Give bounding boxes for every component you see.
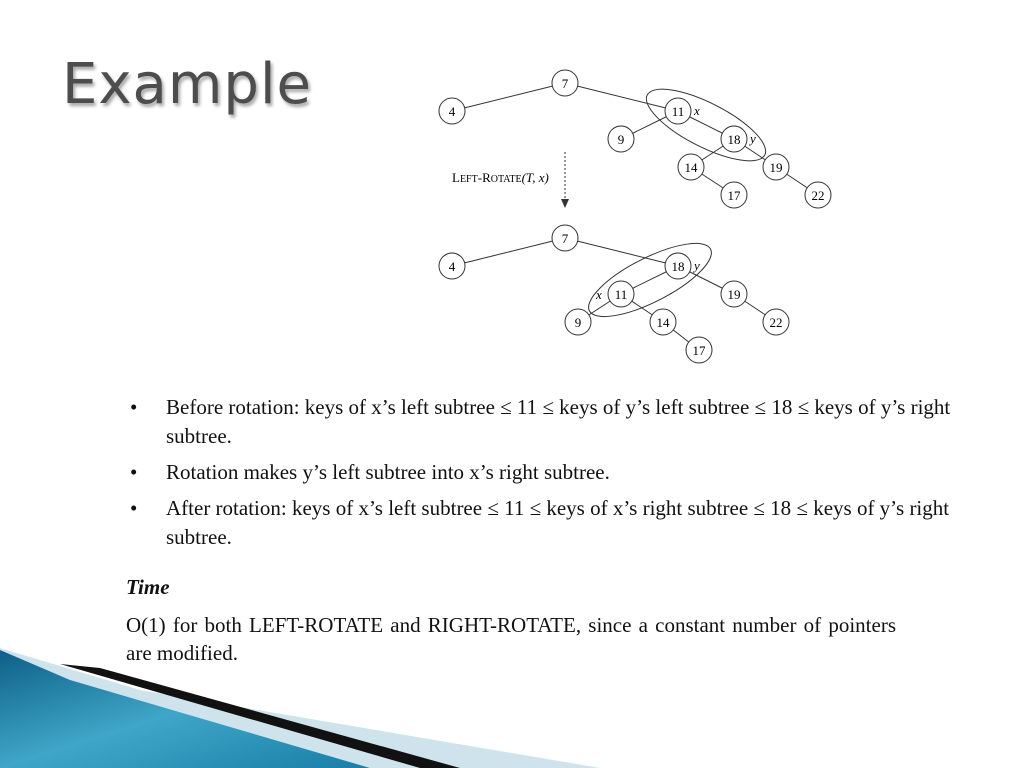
label-x: x [693, 103, 700, 118]
tree-node: 22 [762, 308, 790, 336]
bullet-icon: • [130, 395, 138, 419]
edge [564, 82, 679, 112]
after-tree-nodes: 7 4 18 11 19 9 14 22 17 x y [438, 224, 790, 364]
rotation-arrow [561, 152, 569, 208]
bullet-list: • Before rotation: keys of x’s left subtr… [130, 393, 960, 559]
svg-text:9: 9 [575, 315, 582, 330]
tree-node: 11 [607, 280, 635, 308]
tree-node: 17 [720, 181, 748, 209]
bullet-icon: • [130, 460, 138, 484]
svg-text:7: 7 [562, 76, 569, 91]
tree-node: 7 [551, 69, 579, 97]
tree-node: 18 [664, 252, 692, 280]
tree-node: 11 [664, 97, 692, 125]
rotation-ellipse [645, 88, 767, 162]
svg-text:22: 22 [812, 188, 825, 203]
tree-node: 18 [720, 125, 748, 153]
tree-node: 4 [438, 252, 466, 280]
svg-text:14: 14 [657, 315, 671, 330]
edge [451, 82, 566, 112]
bullet-text: Before rotation: keys of x’s left subtre… [166, 395, 951, 448]
label-y: y [692, 258, 700, 273]
list-item: • Before rotation: keys of x’s left subtr… [130, 393, 960, 451]
bullet-text: After rotation: keys of x’s left subtree… [166, 496, 950, 549]
tree-node: 19 [762, 153, 790, 181]
svg-text:19: 19 [770, 160, 783, 175]
svg-text:18: 18 [728, 132, 741, 147]
svg-text:11: 11 [672, 104, 685, 119]
bullet-text: Rotation makes y’s left subtree into x’s… [166, 460, 610, 484]
svg-text:14: 14 [685, 160, 699, 175]
svg-text:4: 4 [449, 259, 456, 274]
svg-text:7: 7 [562, 231, 569, 246]
tree-node: 7 [551, 224, 579, 252]
tree-node: 9 [607, 125, 635, 153]
label-x: x [595, 287, 602, 302]
list-item: • Rotation makes y’s left subtree into x’… [130, 458, 960, 487]
svg-text:4: 4 [449, 104, 456, 119]
tree-node: 9 [564, 308, 592, 336]
tree-node: 4 [438, 97, 466, 125]
svg-text:17: 17 [728, 188, 742, 203]
rotation-caption: LEFT-ROTATE(T, x) [452, 170, 549, 185]
rotation-diagram: 7 4 11 9 18 14 19 17 22 x y LEFT-ROTATE(… [438, 69, 832, 364]
slide-title: Example [62, 52, 312, 117]
before-tree-nodes: 7 4 11 9 18 14 19 17 22 x y [438, 69, 832, 209]
ribbon-dark [60, 664, 460, 768]
edge [564, 237, 679, 267]
label-y: y [748, 131, 756, 146]
tree-node: 14 [649, 308, 677, 336]
tree-node: 14 [677, 153, 705, 181]
svg-text:19: 19 [728, 287, 741, 302]
time-heading: Time [126, 575, 170, 599]
edge [451, 237, 566, 267]
tree-node: 17 [685, 336, 713, 364]
rotation-ellipse [588, 242, 712, 318]
svg-text:17: 17 [693, 343, 707, 358]
svg-text:22: 22 [770, 315, 783, 330]
svg-text:11: 11 [615, 287, 628, 302]
svg-text:18: 18 [672, 259, 685, 274]
tree-node: 22 [804, 181, 832, 209]
tree-node: 19 [720, 280, 748, 308]
ribbon-blue [0, 650, 370, 768]
svg-text:9: 9 [618, 132, 625, 147]
bullet-icon: • [130, 496, 138, 520]
time-body: O(1) for both LEFT-ROTATE and RIGHT-ROTA… [126, 613, 896, 665]
list-item: • After rotation: keys of x’s left subtre… [130, 494, 960, 552]
